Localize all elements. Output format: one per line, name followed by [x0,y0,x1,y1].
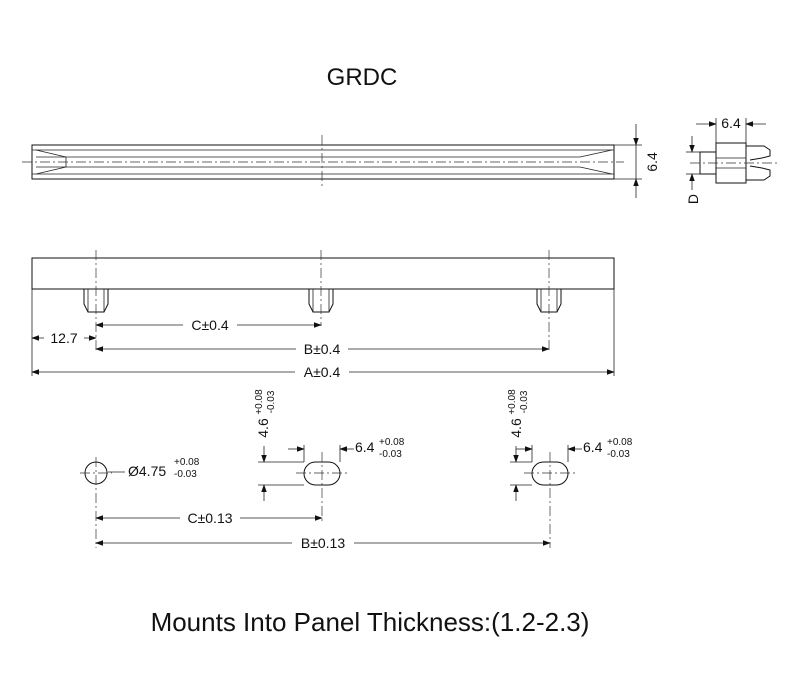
slot1-height-plus: +0.08 [254,389,265,415]
slot2-width-minus: -0.03 [607,449,630,460]
slot1-width: 6.4 [355,439,375,455]
top-view: 6.4 [22,124,660,198]
slot1-width-plus: +0.08 [379,437,405,448]
hole-b-dimension: B±0.13 [301,535,345,551]
slot2-height: 4.6 [508,418,524,438]
hole-dia-plus: +0.08 [174,457,200,468]
b-dimension: B±0.4 [304,341,341,357]
hole-c-dimension: C±0.13 [187,510,232,526]
end-width-dimension: 6.4 [721,115,741,131]
end-d-dimension: D [685,194,701,204]
slot1-height-minus: -0.03 [266,390,277,413]
slot1-width-minus: -0.03 [379,449,402,460]
panel-thickness-note: Mounts Into Panel Thickness:(1.2-2.3) [151,607,590,637]
edge-dimension: 12.7 [50,330,77,346]
hole-dia-minus: -0.03 [174,469,197,480]
slot2-width-plus: +0.08 [607,437,633,448]
slot1-height: 4.6 [255,418,271,438]
front-view: C±0.4 12.7 B±0.4 A±0.4 [31,250,615,381]
slot2-width: 6.4 [583,439,603,455]
height-dimension: 6.4 [644,152,660,172]
slot2-height-minus: -0.03 [519,390,530,413]
end-view: 6.4 D [685,115,778,204]
hole-dia-label: Ø4.75 [128,463,166,479]
panel-cutout-view: Ø4.75 +0.08 -0.03 6.4 +0.08 -0.03 4.6 +0… [80,389,633,552]
c-dimension: C±0.4 [191,317,228,333]
drawing-title: GRDC [327,64,398,91]
slot2-height-plus: +0.08 [507,389,518,415]
a-dimension: A±0.4 [304,364,341,380]
